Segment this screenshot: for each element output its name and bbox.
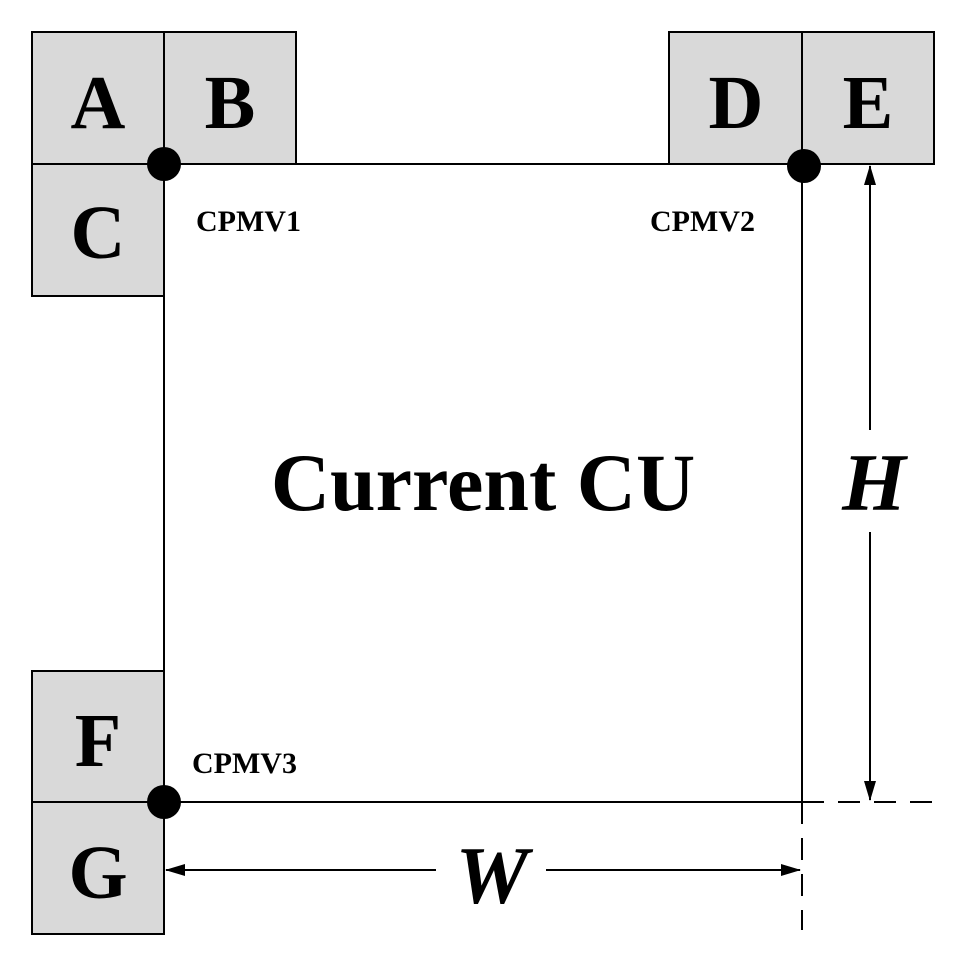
- cpmv2-point: [787, 149, 821, 183]
- neighbor-block-g: G: [31, 801, 165, 935]
- cpmv1-label: CPMV1: [196, 205, 301, 238]
- neighbor-block-d: D: [668, 31, 803, 165]
- cpmv3-point: [147, 785, 181, 819]
- height-label: H: [841, 437, 908, 528]
- cpmv3-label: CPMV3: [192, 747, 297, 780]
- neighbor-block-e: E: [801, 31, 935, 165]
- neighbor-block-f: F: [31, 670, 165, 803]
- cpmv2-label: CPMV2: [650, 205, 755, 238]
- current-cu-label: Current CU: [271, 437, 695, 528]
- neighbor-block-d-label: D: [709, 61, 764, 145]
- neighbor-block-a: A: [31, 31, 165, 165]
- neighbor-block-g-label: G: [68, 831, 127, 915]
- neighbor-block-c-label: C: [71, 191, 126, 275]
- neighbor-block-e-label: E: [843, 61, 894, 145]
- neighbor-block-c: C: [31, 163, 165, 297]
- neighbor-block-b-label: B: [205, 61, 256, 145]
- width-label: W: [456, 830, 534, 921]
- current-cu-block: [163, 163, 803, 803]
- neighbor-block-a-label: A: [71, 61, 126, 145]
- neighbor-block-b: B: [163, 31, 297, 165]
- neighbor-block-f-label: F: [75, 699, 121, 783]
- cpmv1-point: [147, 147, 181, 181]
